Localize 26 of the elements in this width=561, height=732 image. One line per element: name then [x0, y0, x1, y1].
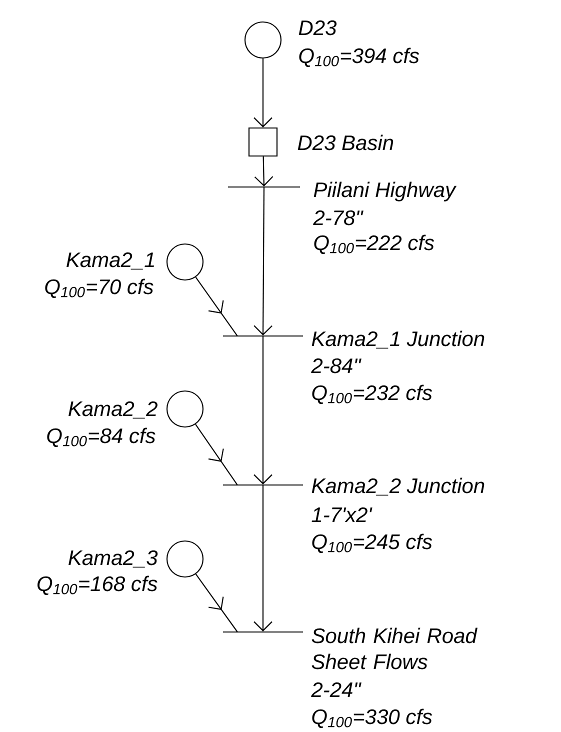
arrow	[254, 486, 272, 632]
arrow	[254, 188, 272, 336]
node-label: 2-84"	[311, 358, 362, 374]
node-label: 1-7'x2'	[312, 507, 372, 522]
node-label: 2-78"	[313, 210, 364, 226]
node-label: D23	[298, 20, 337, 36]
node-label: Piilani Highway	[314, 182, 457, 202]
node-label: Kama2_3	[68, 550, 158, 568]
node-label: Q$_{100}$=84 cfs	[47, 428, 156, 447]
node-label: Kama2_1 Junction	[312, 330, 484, 349]
arrow	[254, 58, 272, 128]
node-label: Q$_{100}$=394 cfs	[299, 48, 420, 67]
node-label: Q$_{100}$=232 cfs	[312, 384, 432, 404]
node-label: 2-24"	[311, 682, 362, 697]
arrow	[254, 336, 272, 484]
node-label: Q$_{100}$=330 cfs	[312, 708, 432, 728]
node-label: Kama2_2 Junction	[312, 478, 484, 496]
node-label: Q$_{100}$=245 cfs	[312, 534, 432, 553]
node-label: Q$_{100}$=222 cfs	[314, 234, 434, 254]
node-label: South Kihei Road Sheet Flows	[312, 628, 478, 670]
arrow	[254, 156, 274, 186]
node-label: Q$_{100}$=70 cfs	[45, 278, 154, 298]
node-label: D23 Basin	[298, 134, 394, 150]
node-label: Kama2_1	[66, 252, 154, 270]
node-label: Kama2_2	[68, 401, 158, 419]
node-label: Q$_{100}$=168 cfs	[38, 576, 158, 595]
